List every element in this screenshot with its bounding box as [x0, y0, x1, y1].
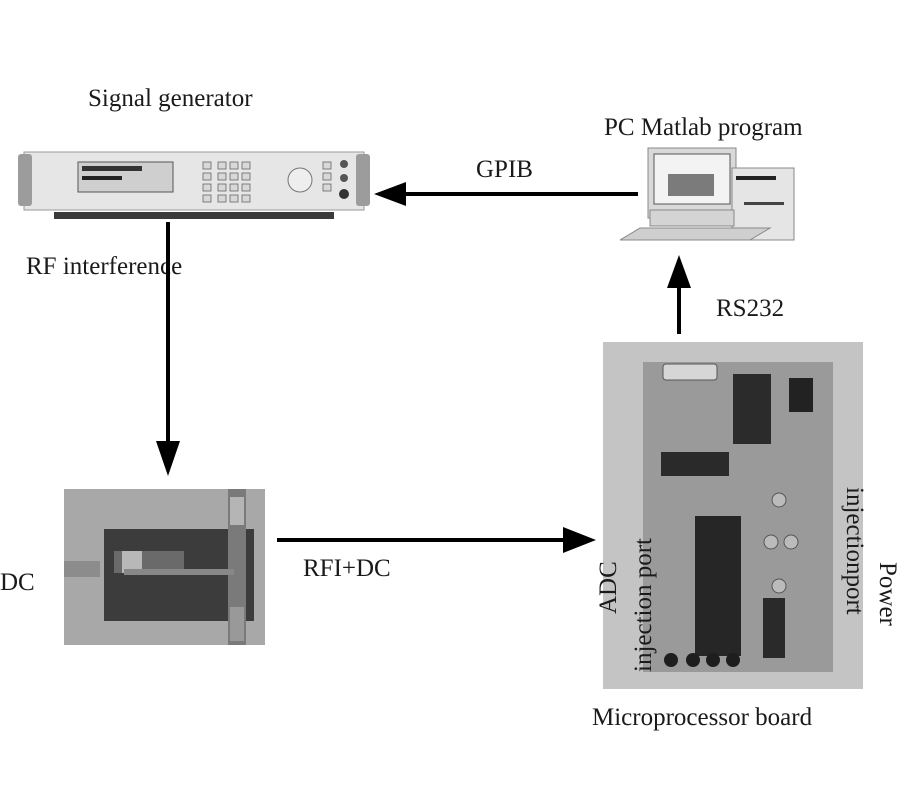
rf-interference-label: RF interference — [26, 253, 183, 280]
rs232-arrow — [667, 255, 691, 334]
signal-generator-image — [18, 140, 370, 220]
rs232-label: RS232 — [716, 295, 785, 322]
microprocessor-board-label: Microprocessor board — [592, 704, 813, 731]
microprocessor-board-image — [603, 342, 863, 689]
dc-label: DC — [0, 569, 35, 596]
rfi-dc-label: RFI+DC — [303, 555, 391, 582]
coupler-image — [64, 489, 265, 645]
rf-interference-arrow — [156, 222, 180, 476]
signal-generator-label: Signal generator — [88, 85, 253, 112]
rfi-dc-arrow — [277, 527, 596, 553]
gpib-arrow — [374, 182, 638, 206]
gpib-label: GPIB — [476, 156, 533, 183]
pc-image — [618, 140, 805, 250]
pc-label: PC Matlab program — [604, 114, 803, 141]
